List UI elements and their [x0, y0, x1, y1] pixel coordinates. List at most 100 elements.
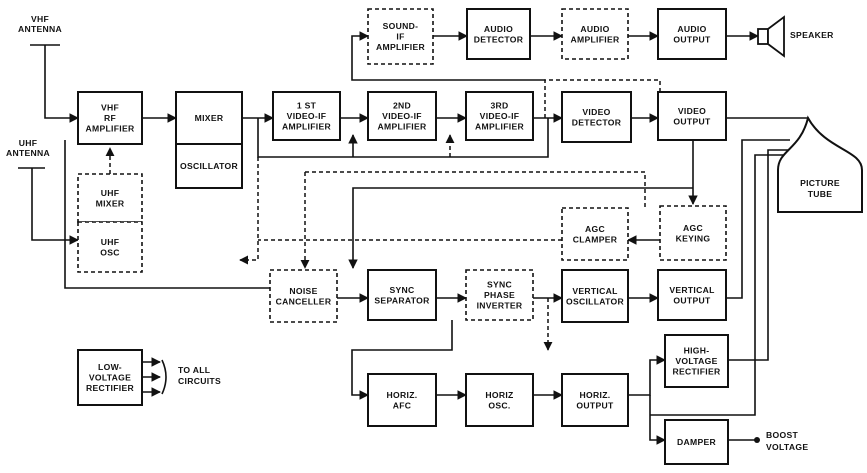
block-label: VIDEO — [582, 107, 610, 117]
block-label: VIDEO-IF — [382, 111, 422, 121]
block-label: SEPARATOR — [374, 295, 430, 305]
block-label: DETECTOR — [474, 34, 524, 44]
block-label: PHASE — [484, 290, 515, 300]
block-box — [561, 373, 629, 427]
block-label: OUTPUT — [673, 116, 711, 126]
svg-text:SPEAKER: SPEAKER — [790, 30, 834, 40]
block-box — [367, 373, 437, 427]
block-label: AMPLIFIER — [376, 42, 426, 52]
block-label: AMPLIFIER — [475, 122, 525, 132]
block-box — [77, 91, 143, 145]
block-label: VOLTAGE — [675, 356, 717, 366]
block-label: OSCILLATOR — [566, 296, 625, 306]
block-label: NOISE — [289, 286, 317, 296]
svg-text:ANTENNA: ANTENNA — [6, 148, 50, 158]
block-label: HIGH- — [684, 346, 710, 356]
block-group: VHFRFAMPLIFIERMIXEROSCILLATORUHFMIXERUHF… — [77, 8, 729, 465]
block-label: DAMPER — [677, 437, 717, 447]
block-horiz-afc: HORIZ.AFC — [367, 373, 437, 427]
block-label: UHF — [101, 188, 120, 198]
block-label: DETECTOR — [572, 117, 622, 127]
block-label: VIDEO-IF — [287, 111, 327, 121]
block-box — [367, 91, 437, 141]
svg-text:UHF: UHF — [19, 138, 38, 148]
block-damper: DAMPER — [664, 419, 729, 465]
block-box — [175, 143, 243, 189]
block-label: VOLTAGE — [89, 373, 131, 383]
block-label: HORIZ. — [580, 390, 611, 400]
block-label: KEYING — [676, 233, 711, 243]
block-label: VHF — [101, 103, 119, 113]
block-mixer: MIXER — [175, 91, 243, 145]
block-box — [77, 221, 143, 273]
block-label: SYNC — [487, 280, 512, 290]
block-box — [657, 8, 727, 60]
block-label: AMPLIFIER — [282, 122, 332, 132]
block-box — [561, 91, 632, 143]
block-box — [77, 349, 143, 406]
block-label: SYNC — [389, 285, 414, 295]
block-label: RECTIFIER — [86, 383, 135, 393]
block-box — [561, 269, 629, 323]
block-box — [465, 269, 534, 321]
svg-text:TO ALL: TO ALL — [178, 365, 210, 375]
block-box — [367, 8, 434, 65]
block-oscillator: OSCILLATOR — [175, 143, 243, 189]
block-box — [561, 207, 629, 261]
picture-tube: PICTURE TUBE — [777, 115, 863, 213]
svg-text:VOLTAGE: VOLTAGE — [766, 442, 808, 452]
block-label: MIXER — [195, 113, 224, 123]
block-label: INVERTER — [477, 301, 523, 311]
block-label: AFC — [393, 400, 412, 410]
block-label: AMPLIFIER — [85, 124, 135, 134]
speaker-icon: SPEAKER — [757, 15, 834, 58]
block-label: OSC — [100, 247, 120, 257]
svg-text:VHF: VHF — [31, 14, 49, 24]
vhf-antenna: VHF ANTENNA — [18, 14, 62, 46]
block-label: 2ND — [393, 101, 411, 111]
block-label: OSC. — [488, 400, 510, 410]
svg-text:PICTURE: PICTURE — [800, 178, 840, 188]
block-label: 3RD — [490, 101, 508, 111]
svg-text:CIRCUITS: CIRCUITS — [178, 376, 221, 386]
block-label: IF — [396, 32, 404, 42]
block-label: VIDEO — [678, 106, 706, 116]
block-label: RF — [104, 113, 116, 123]
block-label: OSCILLATOR — [180, 161, 239, 171]
block-label: RECTIFIER — [672, 367, 721, 377]
block-label: AUDIO — [580, 24, 609, 34]
block-box — [465, 373, 534, 427]
block-label: AMPLIFIER — [377, 122, 427, 132]
wiring — [31, 31, 813, 445]
block-label: HORIZ. — [387, 390, 418, 400]
block-label: AUDIO — [677, 24, 706, 34]
block-box — [175, 91, 243, 145]
block-box — [664, 334, 729, 388]
block-label: VIDEO-IF — [480, 111, 520, 121]
block-label: SOUND- — [383, 21, 419, 31]
block-label: LOW- — [98, 362, 122, 372]
block-label: AGC — [585, 224, 605, 234]
block-box — [657, 269, 727, 321]
block-label: 1 ST — [297, 101, 317, 111]
block-box — [272, 91, 341, 141]
block-label: VERTICAL — [669, 285, 714, 295]
block-horiz-output: HORIZ.OUTPUT — [561, 373, 629, 427]
block-label: CANCELLER — [276, 296, 332, 306]
